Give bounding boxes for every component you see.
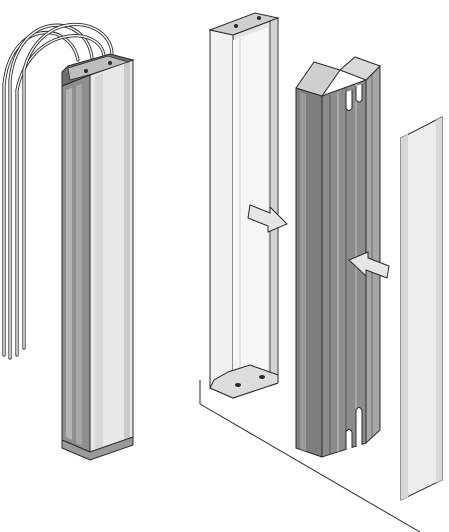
housing-bottom-plate xyxy=(209,364,279,399)
housing-top-plate xyxy=(208,12,280,36)
inner-frame xyxy=(295,56,381,458)
column-bottom-cap xyxy=(61,436,134,461)
front-cover xyxy=(400,116,443,501)
cable-bundle xyxy=(2,22,114,360)
insert-frame-arrow xyxy=(247,204,288,233)
cap-screw-hole xyxy=(84,69,88,73)
rear-housing xyxy=(208,12,280,399)
attach-cover-arrow xyxy=(348,251,390,279)
exploded-group-bracket xyxy=(199,380,421,532)
assembled-column xyxy=(2,22,135,461)
cap-screw-hole xyxy=(108,61,112,65)
